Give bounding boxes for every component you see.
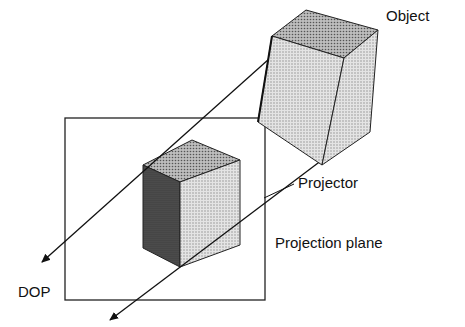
object-label: Object xyxy=(386,8,429,25)
plane-label: Projection plane xyxy=(275,235,383,252)
projection-plane xyxy=(65,118,265,300)
leader-line xyxy=(264,184,294,198)
projector-label: Projector xyxy=(298,175,358,192)
projector-line xyxy=(42,42,288,262)
dop-label: DOP xyxy=(18,284,51,301)
object-cube xyxy=(258,10,378,165)
